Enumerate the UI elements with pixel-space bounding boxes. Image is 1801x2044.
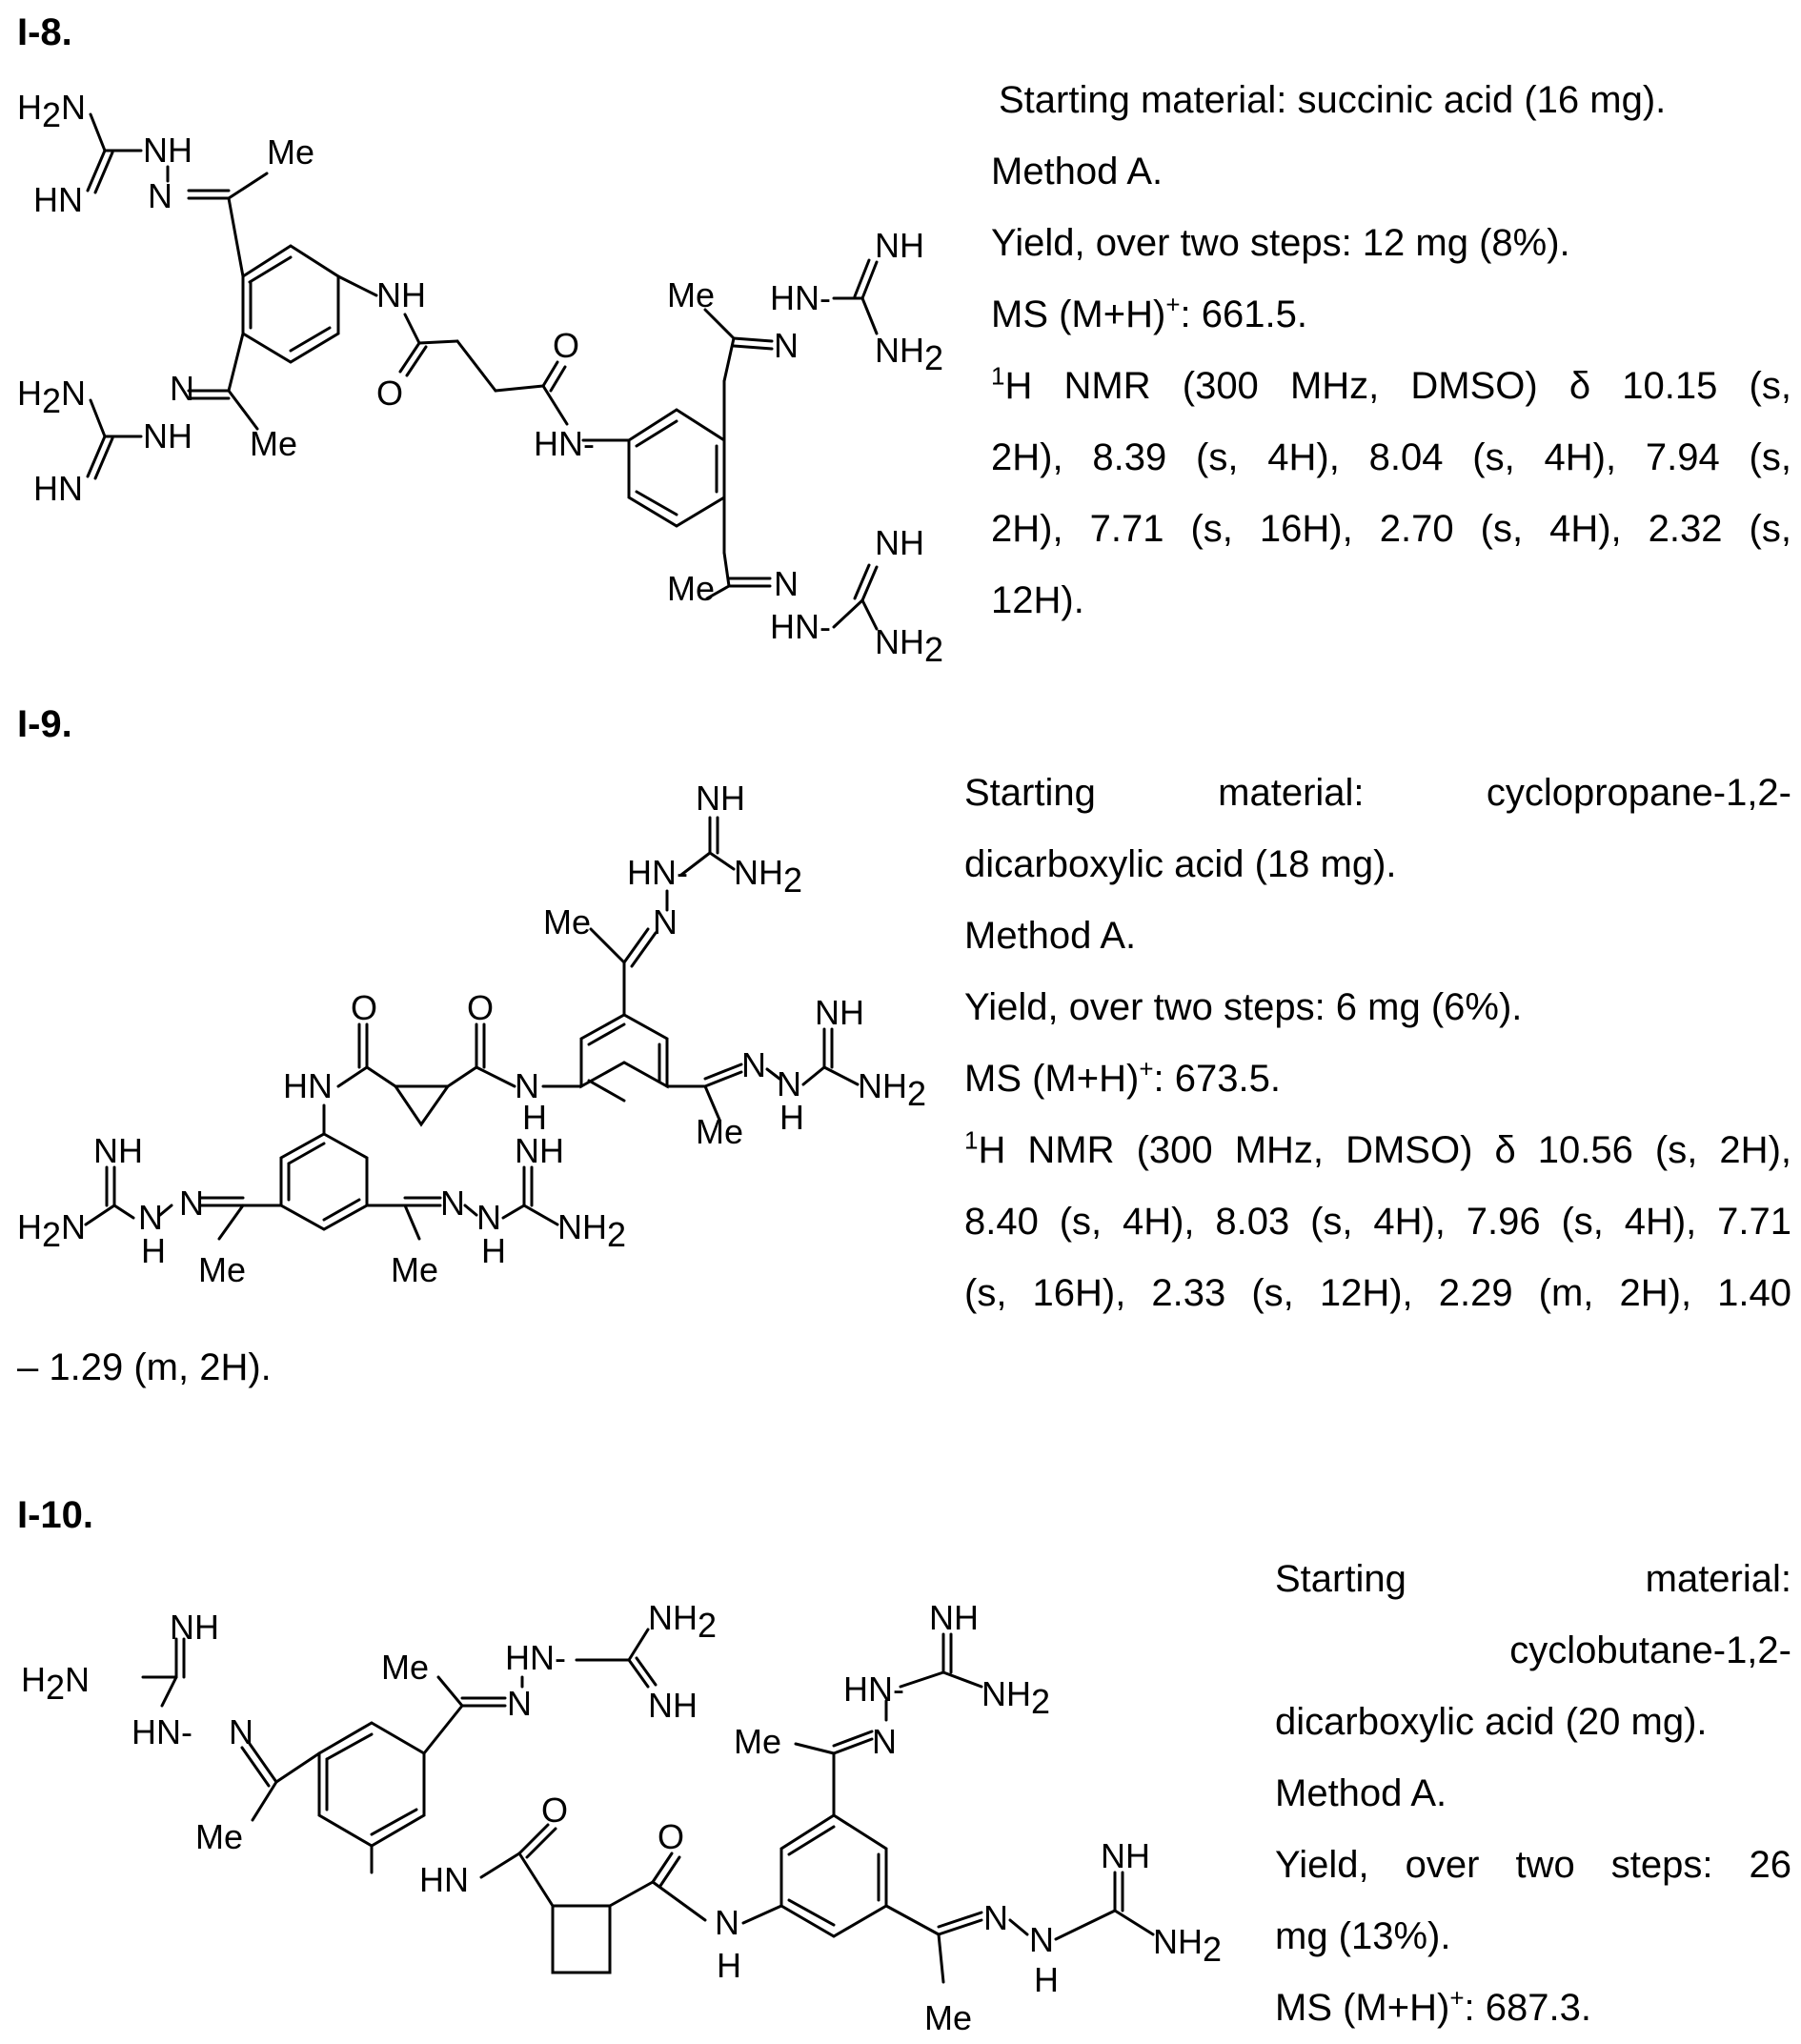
svg-text:H2N: H2N — [21, 1660, 90, 1707]
svg-text:HN-: HN- — [843, 1670, 904, 1709]
svg-text:HN-: HN- — [505, 1638, 566, 1677]
svg-text:N: N — [229, 1712, 253, 1751]
svg-text:N: N — [872, 1722, 897, 1761]
svg-text:NH2: NH2 — [1153, 1922, 1222, 1969]
svg-text:HN-: HN- — [132, 1712, 192, 1751]
benzene-ring — [319, 1723, 424, 1846]
svg-text:N: N — [1029, 1920, 1054, 1959]
svg-text:H: H — [717, 1946, 741, 1985]
svg-text:N: N — [507, 1684, 532, 1723]
cyclobutane-ring — [553, 1906, 610, 1973]
svg-text:Me: Me — [195, 1817, 243, 1856]
svg-text:NH2: NH2 — [981, 1674, 1050, 1721]
svg-text:Me: Me — [924, 1998, 972, 2037]
svg-text:O: O — [658, 1817, 684, 1856]
svg-text:NH: NH — [929, 1598, 979, 1637]
svg-text:NH2: NH2 — [648, 1598, 717, 1645]
benzene-ring — [781, 1815, 886, 1936]
svg-text:N: N — [983, 1898, 1008, 1937]
svg-text:N: N — [715, 1903, 739, 1942]
svg-text:Me: Me — [734, 1722, 781, 1761]
svg-text:O: O — [541, 1791, 568, 1830]
svg-text:NH: NH — [170, 1608, 219, 1647]
svg-text:HN: HN — [419, 1860, 469, 1899]
svg-text:H: H — [1034, 1960, 1059, 1999]
svg-text:Me: Me — [381, 1648, 429, 1687]
svg-text:NH: NH — [648, 1686, 698, 1725]
svg-text:NH: NH — [1101, 1836, 1150, 1875]
